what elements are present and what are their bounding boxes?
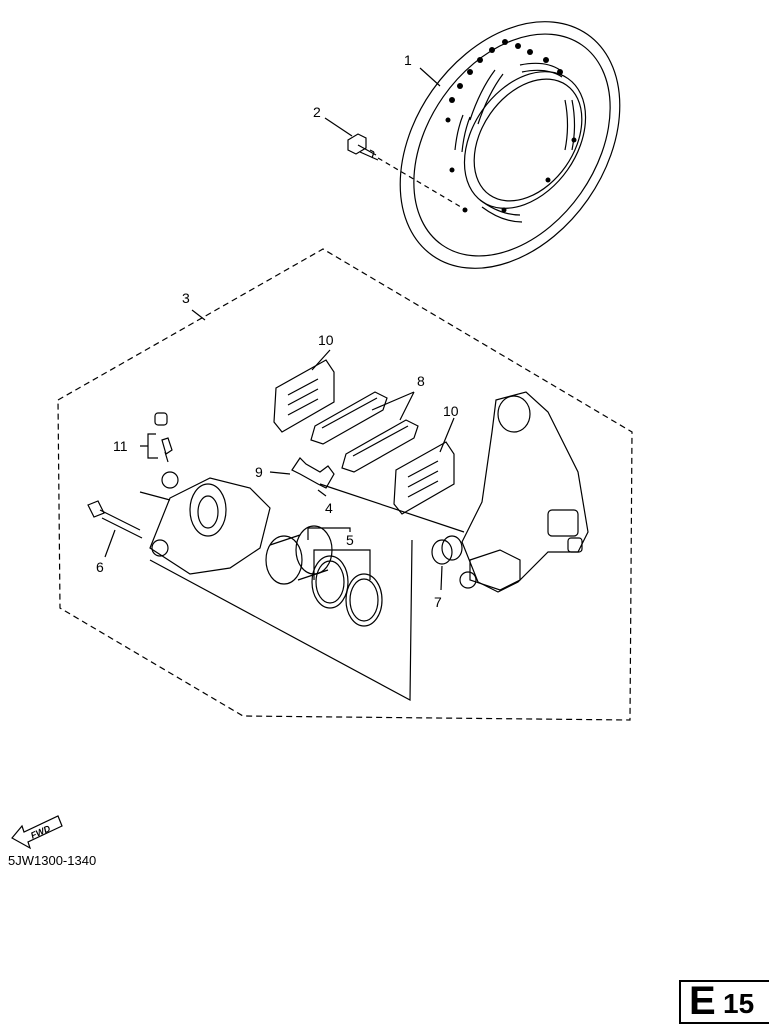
brake-pad-1 <box>310 391 388 445</box>
pad-spring-right <box>393 441 455 515</box>
callout-5: 5 <box>346 532 354 548</box>
callout-2: 2 <box>313 104 321 120</box>
fwd-label: FWD <box>29 823 52 841</box>
caliper-bolt <box>87 500 143 539</box>
disc-bolt <box>347 133 379 161</box>
brake-disc <box>399 21 621 269</box>
page-reference-box: E 15 <box>679 980 769 1024</box>
callout-10-top: 10 <box>318 332 334 348</box>
pad-support-clip <box>291 457 335 497</box>
callout-7: 7 <box>434 594 442 610</box>
callout-11: 11 <box>113 438 128 454</box>
piston <box>265 525 333 585</box>
callout-3: 3 <box>182 290 190 306</box>
piston-seal-2 <box>345 573 383 627</box>
diagram-code: 5JW1300-1340 <box>8 853 97 868</box>
brake-pad-2 <box>341 419 419 473</box>
callout-1: 1 <box>404 52 412 68</box>
piston-seal-1 <box>311 555 349 609</box>
page-number: 15 <box>723 988 755 1019</box>
pin-bolt-cap <box>154 412 173 463</box>
callout-6: 6 <box>96 559 104 575</box>
callout-10-right: 10 <box>443 403 459 419</box>
bushing <box>431 535 463 565</box>
callout-8: 8 <box>417 373 425 389</box>
page-letter: E <box>689 980 716 1023</box>
caliper-body <box>139 471 271 575</box>
callout-9: 9 <box>255 464 263 480</box>
callout-4: 4 <box>325 500 333 516</box>
caliper-bracket <box>459 391 589 593</box>
pad-spring-top <box>273 359 335 433</box>
caliper-assembly-boundary <box>57 248 633 721</box>
fwd-arrow-icon: FWD <box>11 815 63 850</box>
